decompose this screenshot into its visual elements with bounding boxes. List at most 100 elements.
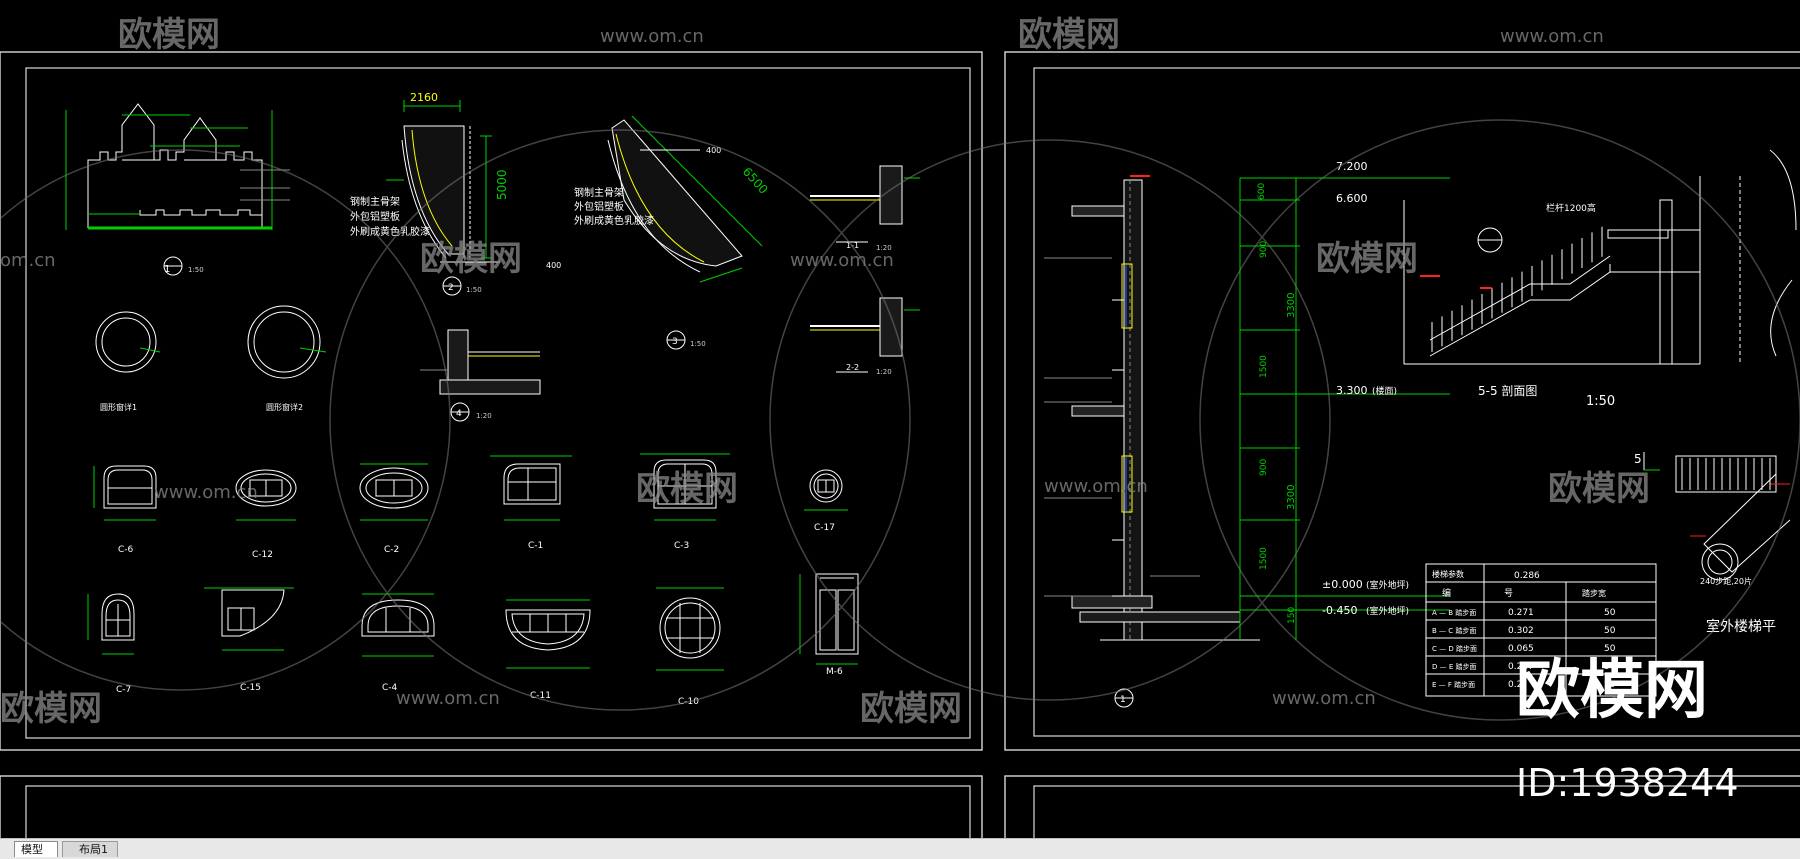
note-yellow-paint: 外刷成黄色乳胶漆: [350, 225, 430, 238]
tab-layout1[interactable]: 布局1: [62, 841, 118, 857]
watermark-brand: 欧模网: [0, 689, 102, 729]
castle-scale: 1:50: [188, 266, 204, 274]
tab-model[interactable]: 模型: [14, 841, 58, 857]
round-window-2-label: 圆形窗详2: [266, 402, 303, 412]
table-header-value: 0.286: [1514, 571, 1540, 581]
table-row-value: 0.271: [1508, 608, 1534, 618]
table-row-width: 50: [1604, 608, 1616, 618]
watermark-brand: 欧模网: [118, 15, 220, 55]
wall1-scale: 1:50: [466, 286, 482, 294]
wall-section: [1044, 175, 1450, 708]
table-row-id: D — E 踏步面: [1432, 662, 1477, 671]
window-c3-label: C-3: [674, 541, 689, 551]
watermark-brand: 欧模网: [420, 239, 522, 279]
watermark-url-fragment: om.cn: [0, 250, 56, 271]
stair-balusters: [1431, 226, 1603, 352]
level-0000-note: (室外地坪): [1366, 579, 1409, 591]
stair-plan: [1643, 452, 1791, 581]
dim-1500-b: 1500: [1259, 547, 1269, 570]
table-row-id: E — F 踏步面: [1432, 680, 1475, 689]
window-c15-label: C-15: [240, 683, 261, 693]
window-c6: [93, 465, 157, 521]
dim-2160: 2160: [410, 91, 438, 104]
window-c4-label: C-4: [382, 683, 398, 693]
watermark-url: www.om.cn: [154, 482, 258, 503]
dim-400-b: 400: [706, 146, 721, 155]
watermark-brand: 欧模网: [1018, 15, 1120, 55]
window-c2-label: C-2: [384, 545, 399, 555]
stair-table-rows: A — B 踏步面 0.271 50 B — C 踏步面 0.302 50 C …: [1432, 608, 1616, 690]
watermark-id: ID:1938244: [1516, 761, 1739, 805]
dim-600: 600: [1257, 183, 1267, 200]
table-row-id: B — C 踏步面: [1432, 626, 1476, 635]
dim-150: 150: [1287, 607, 1297, 624]
watermark-url: www.om.cn: [396, 688, 500, 709]
table-col-1: 编: [1442, 587, 1451, 599]
castle-elevation: [65, 103, 290, 276]
table-row-id: C — D 踏步面: [1432, 644, 1477, 653]
note2-yellow-paint: 外刷成黄色乳胶漆: [574, 214, 654, 227]
window-c2: [359, 463, 429, 521]
section-5-5-scale: 1:50: [1586, 394, 1615, 409]
table-row-value: 0.287: [1508, 662, 1534, 672]
level-3300-note: (楼面): [1372, 385, 1397, 397]
window-c12-label: C-12: [252, 550, 273, 560]
note-aluminum-panel: 外包铝塑板: [350, 210, 400, 223]
level-3300: 3.300: [1336, 384, 1368, 397]
cad-model-space[interactable]: 1 1:50 2160 5000 钢制主骨架 外包铝塑板 外刷成黄色乳胶漆 40…: [0, 0, 1800, 838]
table-row-value: 0.065: [1508, 644, 1534, 654]
round-window-1-label: 圆形窗详1: [100, 402, 137, 412]
dim-900-b: 900: [1259, 459, 1269, 476]
window-c12: [235, 469, 297, 521]
table-row-value: 0.2: [1508, 680, 1522, 690]
watermark-brand-large: 欧模网: [1516, 654, 1708, 728]
stair-plan-treads: [1681, 458, 1771, 490]
foundation-detail-ref: 4: [456, 409, 462, 419]
table-row-width: 50: [1604, 680, 1616, 690]
dim-3300-a: 3300: [1286, 293, 1297, 318]
table-row-width: 50: [1604, 662, 1616, 672]
curved-wall-2: [607, 115, 763, 350]
window-c7: [87, 593, 135, 655]
wall2-detail-ref: 3: [672, 337, 678, 347]
window-c11: [505, 599, 591, 669]
stair-table: [1425, 563, 1657, 697]
door-m6: [799, 573, 859, 665]
watermark-brand: 欧模网: [860, 689, 962, 729]
watermark-brand: 欧模网: [1548, 469, 1650, 509]
window-c7-label: C-7: [116, 685, 131, 695]
dim-3300-b: 3300: [1286, 485, 1297, 510]
watermark-url: www.om.cn: [600, 26, 704, 47]
level-0450-note: (室外地坪): [1366, 605, 1409, 617]
castle-detail-ref: 1: [164, 264, 170, 275]
window-c1-label: C-1: [528, 541, 543, 551]
watermark-brand: 欧模网: [636, 469, 738, 509]
watermark-url: www.om.cn: [1272, 688, 1376, 709]
note-steel-frame: 钢制主骨架: [350, 195, 400, 208]
wall1-detail-ref: 2: [448, 283, 454, 293]
table-row-width: 50: [1604, 644, 1616, 654]
window-c1: [490, 455, 572, 521]
section-mark-5: 5: [1634, 452, 1642, 466]
dim-1500-a: 1500: [1259, 355, 1269, 378]
sheet-frames: [0, 51, 1800, 838]
window-c10: [656, 587, 724, 671]
watermark-overlay: [0, 119, 1800, 721]
dim-5000: 5000: [495, 169, 509, 200]
dim-400-a: 400: [546, 261, 561, 270]
wall2-scale: 1:50: [690, 340, 706, 348]
level-6600: 6.600: [1336, 192, 1368, 205]
section-1-1-scale: 1:20: [876, 244, 892, 252]
dim-900-a: 900: [1259, 241, 1269, 258]
watermark-url: www.om.cn: [1044, 476, 1148, 497]
table-header-left: 楼梯参数: [1432, 569, 1464, 579]
table-row-id: A — B 踏步面: [1432, 608, 1476, 617]
section-details: [810, 165, 920, 373]
window-c3: [640, 453, 730, 521]
curved-wall-1: [386, 100, 500, 296]
table-row-value: 0.302: [1508, 626, 1534, 636]
wall-section-ref: 1: [1120, 695, 1126, 705]
window-c6-label: C-6: [118, 545, 134, 555]
window-c17: [804, 469, 848, 511]
stair-section: [1403, 149, 1797, 365]
